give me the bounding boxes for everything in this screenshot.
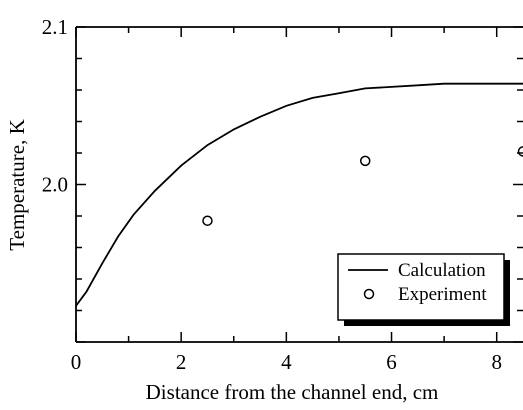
y-axis-label: Temperature, K	[5, 119, 29, 250]
legend-box	[337, 253, 505, 321]
y-tick-label: 2.0	[42, 173, 68, 197]
legend-experiment-marker	[363, 288, 375, 300]
marker-layer	[202, 146, 523, 226]
x-tick-label: 2	[176, 350, 187, 374]
experiment-point	[517, 146, 523, 157]
x-tick-label: 6	[386, 350, 397, 374]
x-tick-label: 0	[71, 350, 82, 374]
curve-layer	[75, 82, 523, 307]
y-tick-label: 2.1	[42, 15, 68, 39]
x-tick-label: 4	[281, 350, 292, 374]
x-axis-label: Distance from the channel end, cm	[146, 380, 439, 404]
x-tick-label: 8	[491, 350, 502, 374]
legend-experiment-label: Experiment	[398, 284, 487, 305]
tick-labels: 0 2 4 6 8 2.0 2.1	[42, 15, 502, 374]
axes	[75, 26, 523, 343]
calculation-curve	[75, 82, 523, 307]
experiment-point	[359, 155, 371, 167]
legend: Calculation Experiment	[337, 253, 510, 326]
legend-calculation-label: Calculation	[398, 260, 486, 281]
experiment-point	[202, 215, 213, 226]
